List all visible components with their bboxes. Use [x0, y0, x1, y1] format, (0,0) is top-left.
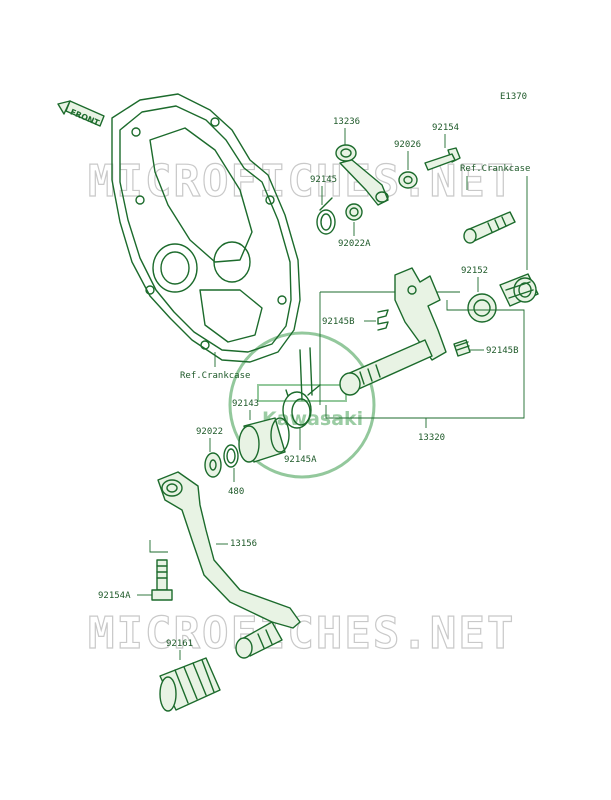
part-92152-bearing	[467, 273, 539, 323]
diagram-code: E1370	[500, 92, 527, 102]
label-480: 480	[228, 487, 244, 497]
part-92145-spring	[316, 197, 336, 235]
label-13156: 13156	[230, 539, 257, 549]
part-13320-shift-shaft	[339, 267, 447, 396]
label-92022A: 92022A	[338, 239, 371, 249]
part-92154-bolt	[424, 147, 461, 171]
part-92154A-bolt	[151, 559, 173, 601]
crankcase-outline	[111, 93, 301, 363]
label-92022: 92022	[196, 427, 223, 437]
label-13320: 13320	[418, 433, 445, 443]
ref-crankcase-right: Ref.Crankcase	[460, 164, 530, 174]
label-92145B-left: 92145B	[322, 317, 355, 327]
part-13236-lever	[335, 144, 389, 206]
part-92145B-spring-right	[453, 339, 471, 357]
watermark-top: MICROFICHES.NET	[88, 156, 515, 207]
watermark-bottom: MICROFICHES.NET	[88, 608, 515, 659]
label-92026: 92026	[394, 140, 421, 150]
part-92022A-washer	[345, 203, 363, 221]
part-92145A-return-spring	[282, 347, 321, 429]
label-92161: 92161	[166, 639, 193, 649]
ref-crankcase-left: Ref.Crankcase	[180, 371, 250, 381]
part-92022-washer	[204, 452, 222, 478]
label-92145A: 92145A	[284, 455, 317, 465]
part-crankcase-shaft	[463, 211, 516, 244]
part-92161-rubber	[159, 657, 221, 712]
front-arrow-icon: FRONT	[57, 100, 105, 128]
label-92152: 92152	[461, 266, 488, 276]
part-92143-collar	[238, 417, 290, 463]
part-480-circlip	[223, 444, 239, 468]
label-92145: 92145	[310, 175, 337, 185]
label-92154: 92154	[432, 123, 459, 133]
part-92026-collar	[398, 171, 418, 189]
part-92145B-spring-left	[377, 309, 389, 331]
label-92154A: 92154A	[98, 591, 131, 601]
label-92145B-right: 92145B	[486, 346, 519, 356]
label-13236: 13236	[333, 117, 360, 127]
label-92143: 92143	[232, 399, 259, 409]
part-13156-pedal	[157, 471, 301, 659]
